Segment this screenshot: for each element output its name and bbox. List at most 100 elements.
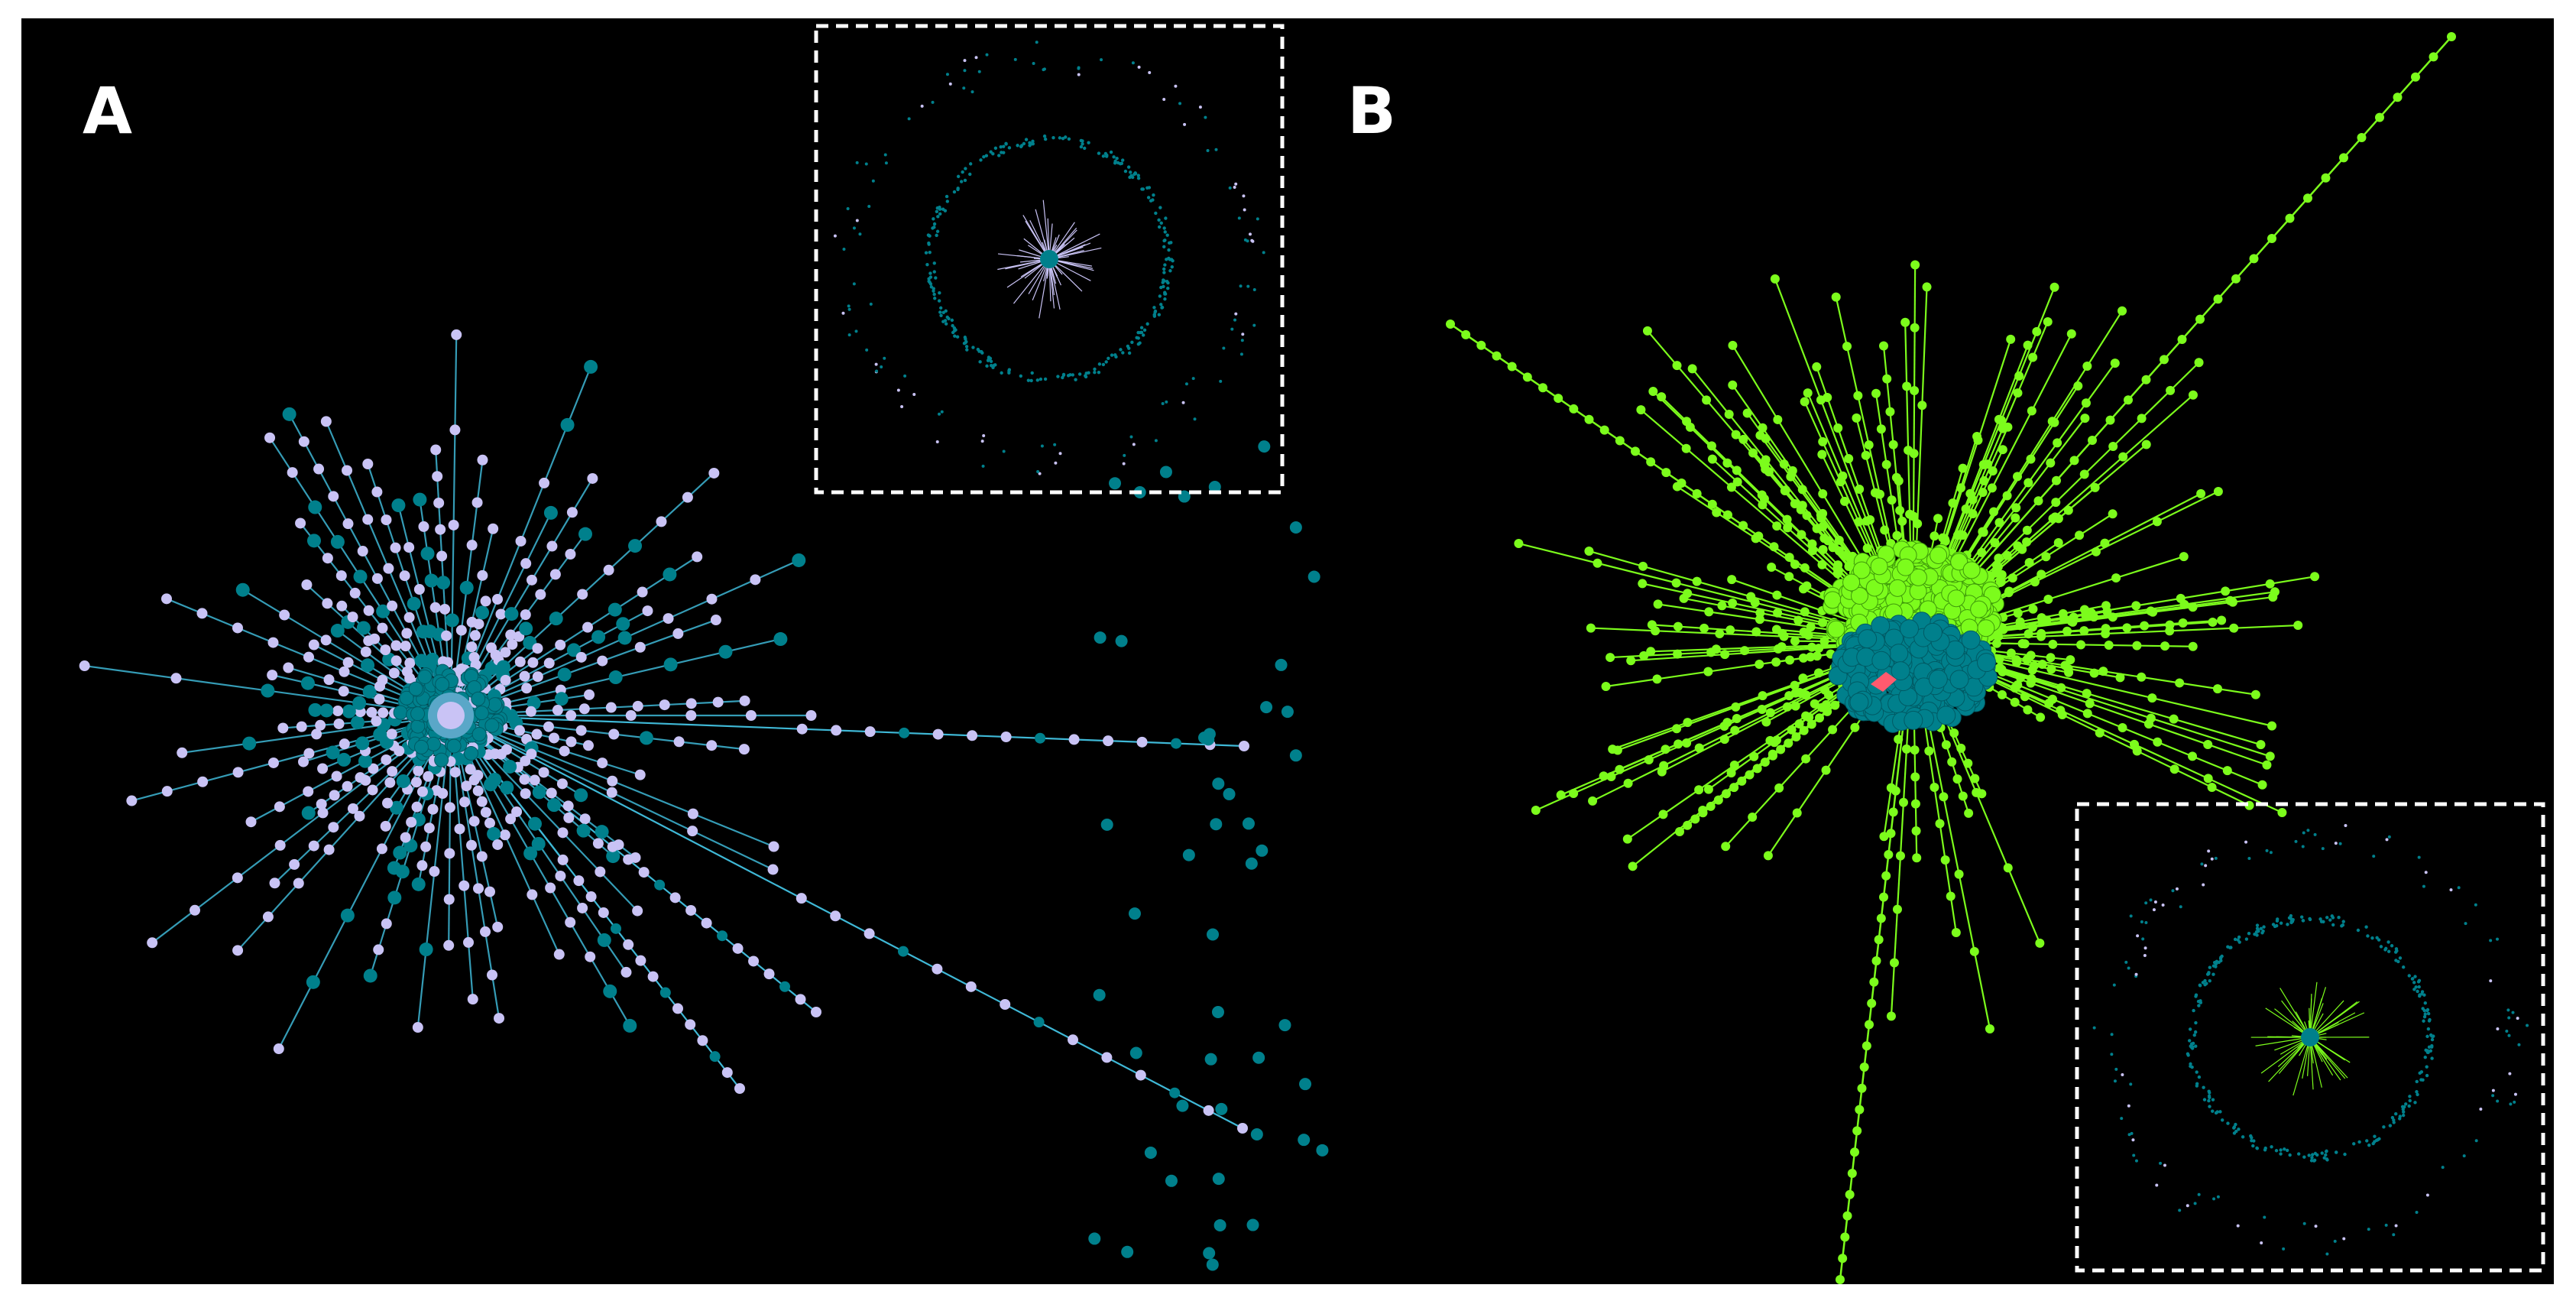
inset-ring-node xyxy=(2310,1156,2314,1160)
network-node xyxy=(1758,691,1768,701)
inset-ring-node xyxy=(2425,1034,2429,1039)
inset-outer-node xyxy=(2197,1192,2201,1196)
isolated-node xyxy=(1281,706,1294,719)
network-node xyxy=(371,573,383,584)
network-node xyxy=(1717,601,1727,611)
network-node xyxy=(526,748,537,760)
network-node xyxy=(1977,547,1987,557)
inset-ring-node xyxy=(1110,353,1114,357)
inset-ring-node xyxy=(935,209,939,213)
inset-ring-node xyxy=(1079,144,1084,149)
inset-ring-node xyxy=(2421,1078,2425,1082)
inset-ring-node xyxy=(1170,264,1174,269)
inset-ring-node xyxy=(2252,1139,2256,1143)
inset-ring-node xyxy=(1000,371,1003,375)
network-node xyxy=(2066,616,2076,626)
hub-cluster-node xyxy=(1977,653,1997,673)
network-node xyxy=(1722,789,1731,799)
inset-ring-node xyxy=(1157,225,1162,229)
network-node xyxy=(2006,334,2016,344)
inset-outer-node xyxy=(962,86,966,90)
inset-outer-node xyxy=(855,219,859,222)
inset-edge xyxy=(1042,200,1050,260)
isolated-node xyxy=(1128,907,1141,920)
network-node xyxy=(2101,629,2111,639)
inset-ring-node xyxy=(2418,994,2422,998)
hub-cluster-node xyxy=(446,738,462,754)
inset-outer-node xyxy=(1256,217,1259,221)
inset-ring-node xyxy=(2191,1041,2195,1046)
inset-ring-node xyxy=(2390,944,2394,948)
inset-ring-node xyxy=(956,187,960,190)
isolated-node xyxy=(1250,1128,1263,1141)
network-node xyxy=(1554,394,1563,404)
inset-outer-node xyxy=(920,104,924,108)
network-node xyxy=(2090,482,2100,492)
inset-ring-node xyxy=(2407,1104,2411,1108)
inset-ring-node xyxy=(1142,333,1145,337)
inset-ring-node xyxy=(1130,340,1134,344)
network-node xyxy=(1901,744,1911,754)
inset-ring-node xyxy=(2379,945,2383,949)
inset-edge xyxy=(2260,1037,2311,1074)
network-node xyxy=(617,631,632,645)
inset-outer-node xyxy=(1137,65,1141,69)
network-node xyxy=(2063,663,2073,673)
network-node xyxy=(2108,441,2118,451)
network-node xyxy=(2222,766,2232,776)
inset-ring-node xyxy=(2215,959,2219,964)
inset-ring-node xyxy=(2208,965,2212,969)
inset-ring-node xyxy=(2401,1110,2406,1114)
network-node xyxy=(1745,770,1755,780)
network-node xyxy=(2310,572,2320,582)
panel-a-inset-overview xyxy=(814,24,1285,495)
network-node xyxy=(2429,52,2438,62)
inset-ring-node xyxy=(952,190,957,194)
network-node xyxy=(2026,454,2036,464)
inset-ring-node xyxy=(2404,1102,2408,1106)
network-node xyxy=(424,573,439,588)
network-node xyxy=(1973,435,1983,445)
inset-outer-node xyxy=(2516,1017,2519,1020)
inset-ring-node xyxy=(2390,1115,2395,1120)
network-node xyxy=(672,628,684,639)
inset-ring-node xyxy=(1162,245,1166,249)
network-node xyxy=(1885,407,1895,417)
inset-ring-node xyxy=(964,345,969,349)
network-node xyxy=(2137,414,2147,423)
inset-ring-node xyxy=(1024,138,1029,141)
network-node xyxy=(2073,381,2083,391)
network-node xyxy=(1772,590,1782,600)
hub-cluster-node xyxy=(488,697,503,712)
network-node xyxy=(432,471,443,482)
inset-ring-node xyxy=(2370,936,2374,940)
network-node xyxy=(1891,472,1901,482)
network-node xyxy=(480,595,491,607)
hub-cluster-node xyxy=(1849,693,1869,712)
isolated-node xyxy=(1159,466,1172,479)
inset-ring-node xyxy=(2401,1113,2406,1118)
inset-ring-node xyxy=(935,233,938,238)
cluster-node xyxy=(1827,620,1845,638)
inset-outer-node xyxy=(1237,216,1241,220)
network-node xyxy=(282,407,296,421)
inset-ring-node xyxy=(1166,287,1170,290)
network-node xyxy=(335,570,347,582)
network-node xyxy=(1738,521,1748,530)
network-node xyxy=(553,949,565,960)
network-node xyxy=(401,628,413,639)
network-node xyxy=(543,721,554,732)
network-node xyxy=(1994,553,2004,563)
network-node xyxy=(289,858,300,870)
network-node xyxy=(1769,738,1779,748)
inset-ring-node xyxy=(2214,965,2218,968)
inset-ring-node xyxy=(2408,1098,2412,1103)
inset-outer-node xyxy=(2110,1053,2114,1056)
inset-ring-node xyxy=(2241,1135,2245,1139)
network-node xyxy=(2165,626,2175,636)
network-node xyxy=(466,839,478,851)
network-node xyxy=(1626,656,1636,666)
inset-ring-node xyxy=(2211,972,2215,976)
network-node xyxy=(411,877,426,891)
inset-ring-node xyxy=(2413,975,2417,978)
